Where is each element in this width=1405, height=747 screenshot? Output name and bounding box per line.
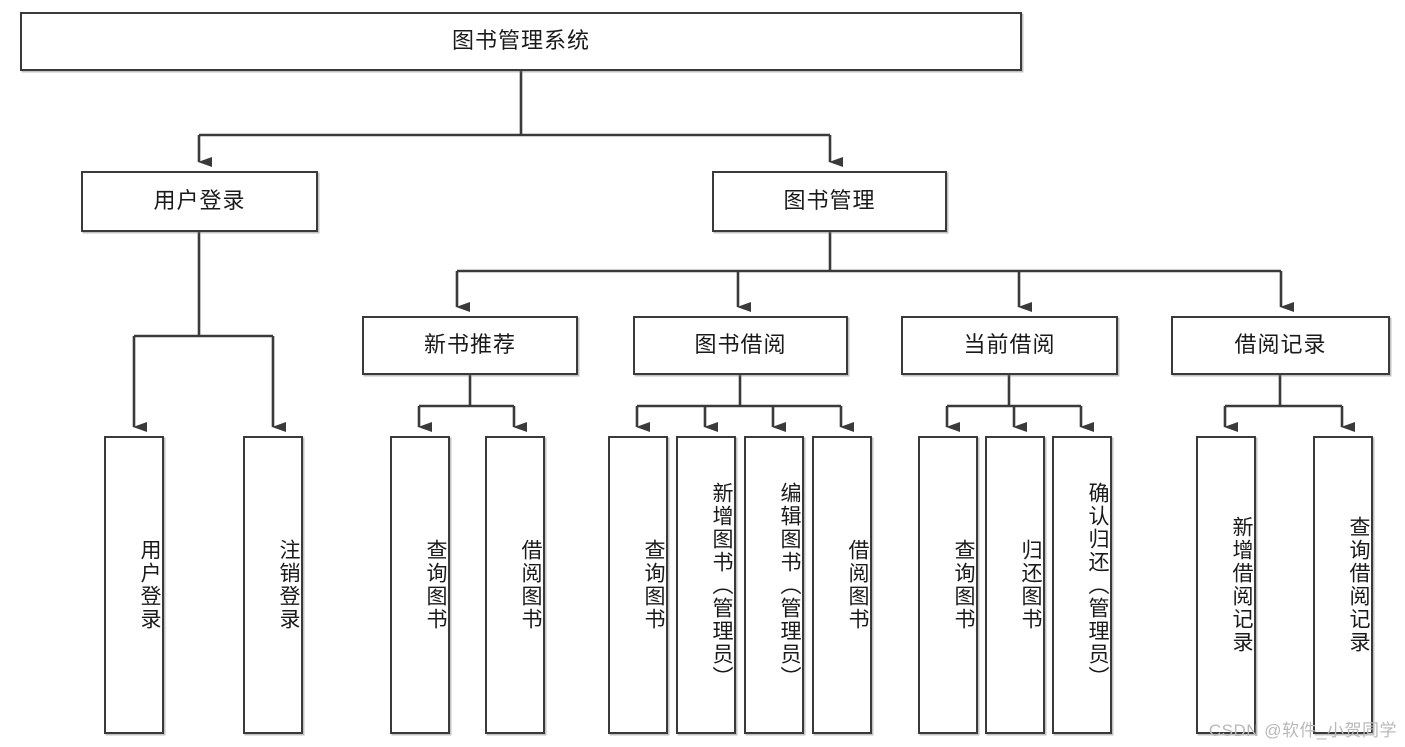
node-leaf-query-book-2[interactable]: 查询图书 (608, 436, 668, 734)
node-leaf-query-book-1-label: 查询图书 (424, 539, 447, 631)
node-leaf-confirm-return[interactable]: 确认归还（管理员） (1052, 436, 1112, 734)
node-book-management[interactable]: 图书管理 (712, 171, 947, 232)
node-leaf-return-book-label: 归还图书 (1019, 539, 1042, 631)
node-borrow-record[interactable]: 借阅记录 (1171, 316, 1390, 375)
node-book-borrow[interactable]: 图书借阅 (633, 316, 848, 375)
node-leaf-user-login[interactable]: 用户登录 (104, 436, 164, 734)
node-new-book-recommend-label: 新书推荐 (423, 332, 516, 358)
node-root-label: 图书管理系统 (451, 28, 590, 54)
node-leaf-query-book-3-label: 查询图书 (952, 539, 975, 631)
node-leaf-edit-book[interactable]: 编辑图书（管理员） (744, 436, 804, 734)
node-leaf-query-book-1[interactable]: 查询图书 (390, 436, 450, 734)
node-leaf-user-login-label: 用户登录 (138, 539, 161, 631)
node-leaf-query-book-3[interactable]: 查询图书 (918, 436, 978, 734)
node-leaf-query-record[interactable]: 查询借阅记录 (1313, 436, 1373, 734)
node-new-book-recommend[interactable]: 新书推荐 (362, 316, 578, 375)
node-user-login-label: 用户登录 (153, 188, 246, 214)
node-leaf-borrow-book-1[interactable]: 借阅图书 (485, 436, 545, 734)
node-leaf-confirm-return-label: 确认归还（管理员） (1086, 481, 1109, 689)
node-leaf-logout-login-label: 注销登录 (277, 539, 300, 631)
node-leaf-edit-book-label: 编辑图书（管理员） (778, 481, 801, 689)
node-leaf-add-record[interactable]: 新增借阅记录 (1196, 436, 1256, 734)
node-leaf-borrow-book-2[interactable]: 借阅图书 (812, 436, 872, 734)
node-leaf-query-book-2-label: 查询图书 (642, 539, 665, 631)
node-user-login[interactable]: 用户登录 (81, 171, 318, 232)
watermark: CSDN @软件_小贺同学 (1208, 721, 1397, 740)
node-leaf-logout-login[interactable]: 注销登录 (243, 436, 303, 734)
node-leaf-borrow-book-2-label: 借阅图书 (846, 539, 869, 631)
node-leaf-add-book-label: 新增图书（管理员） (710, 481, 733, 689)
node-leaf-borrow-book-1-label: 借阅图书 (519, 539, 542, 631)
node-book-borrow-label: 图书借阅 (694, 332, 787, 358)
node-leaf-query-record-label: 查询借阅记录 (1347, 516, 1370, 654)
node-book-management-label: 图书管理 (783, 188, 876, 214)
node-borrow-record-label: 借阅记录 (1234, 332, 1327, 358)
node-leaf-return-book[interactable]: 归还图书 (985, 436, 1045, 734)
node-root[interactable]: 图书管理系统 (20, 12, 1022, 71)
node-current-borrow-label: 当前借阅 (963, 332, 1056, 358)
node-leaf-add-record-label: 新增借阅记录 (1230, 516, 1253, 654)
node-current-borrow[interactable]: 当前借阅 (901, 316, 1118, 375)
node-leaf-add-book[interactable]: 新增图书（管理员） (676, 436, 736, 734)
